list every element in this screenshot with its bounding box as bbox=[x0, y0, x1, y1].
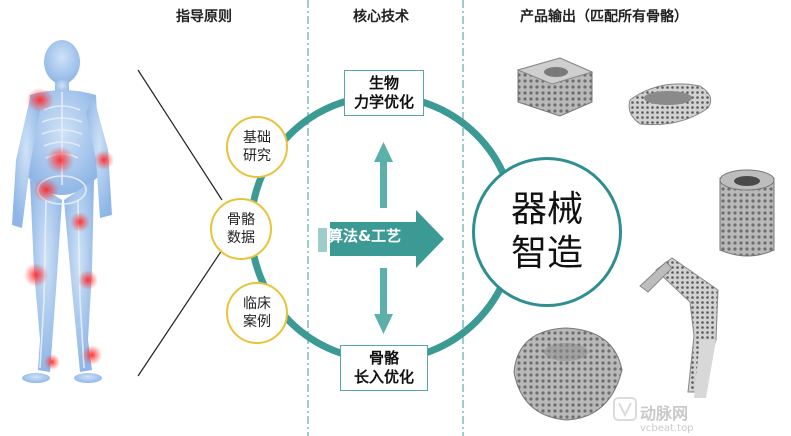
principle-1-line2: 研究 bbox=[243, 148, 271, 164]
acetabular-cup-implant bbox=[513, 327, 623, 421]
principle-2-line2: 数据 bbox=[227, 230, 255, 246]
hip-stem-implant bbox=[639, 257, 719, 398]
principle-bone-data: 骨骼数据 bbox=[210, 198, 272, 260]
down-arrow bbox=[374, 268, 393, 334]
principle-1-line1: 基础 bbox=[243, 130, 271, 146]
biomechanics-line1: 生物 bbox=[368, 74, 399, 92]
bone-ingrowth-line1: 骨骼 bbox=[368, 349, 399, 367]
header-output: 产品输出（匹配所有骨骼） bbox=[520, 9, 688, 25]
cage-implant-1 bbox=[516, 57, 594, 117]
watermark-main: 动脉网 bbox=[640, 404, 689, 423]
bone-ingrowth-box: 骨骼长入优化 bbox=[340, 345, 428, 391]
center-line1: 器械 bbox=[510, 189, 583, 230]
cage-implant-2 bbox=[628, 83, 712, 126]
smart-manufacturing-circle: 器械智造 bbox=[472, 157, 622, 307]
cage-implant-3 bbox=[719, 169, 775, 257]
diverge-line-bottom bbox=[137, 249, 223, 377]
biomechanics-box: 生物力学优化 bbox=[344, 70, 424, 116]
principle-2-line1: 骨骼 bbox=[227, 212, 255, 228]
center-line2: 智造 bbox=[510, 233, 583, 274]
header-principles: 指导原则 bbox=[176, 9, 232, 25]
watermark: 动脉网 vcbeat.top bbox=[640, 400, 694, 434]
principle-clinical-cases: 临床案例 bbox=[226, 282, 288, 344]
algorithm-arrow bbox=[318, 210, 444, 268]
biomechanics-line2: 力学优化 bbox=[353, 93, 414, 111]
bone-ingrowth-line2: 长入优化 bbox=[353, 368, 414, 386]
header-core-tech: 核心技术 bbox=[353, 9, 409, 25]
principle-3-line1: 临床 bbox=[243, 296, 271, 312]
human-body-figure bbox=[12, 40, 114, 383]
principle-basic-research: 基础研究 bbox=[226, 116, 288, 178]
diverge-line-top bbox=[137, 69, 223, 201]
watermark-logo-icon bbox=[613, 397, 637, 421]
up-arrow bbox=[374, 142, 393, 208]
principle-3-line2: 案例 bbox=[243, 314, 271, 330]
algorithm-label: 算法&工艺 bbox=[328, 227, 402, 245]
watermark-sub: vcbeat.top bbox=[640, 423, 694, 434]
